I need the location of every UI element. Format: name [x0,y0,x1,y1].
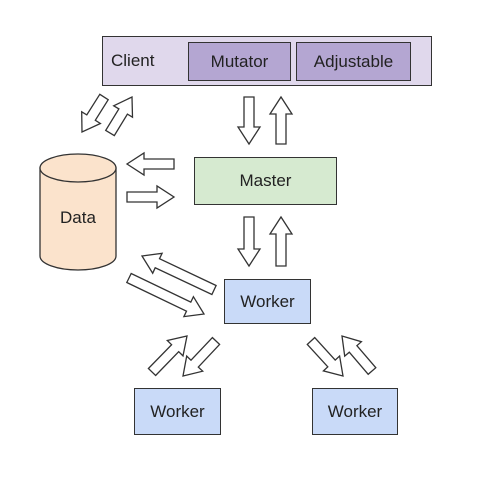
worker-label: Worker [150,401,205,421]
arrow-master-to-client [268,95,294,145]
worker-box-right[interactable]: Worker [312,388,398,435]
arrow-worker-to-data [140,252,217,296]
arrow-worker-left-to-worker [147,335,188,377]
arrow-client-to-data [104,95,134,137]
arrow-data-to-master [126,184,176,210]
worker-box-left[interactable]: Worker [134,388,221,435]
worker-label: Worker [327,401,383,421]
data-store-cylinder [39,153,117,271]
adjustable-box[interactable]: Adjustable [296,42,411,81]
adjustable-label: Adjustable [313,51,394,71]
arrow-data-to-client [81,93,110,134]
arrow-worker-to-worker-left [182,336,221,377]
arrow-master-to-data [125,151,175,177]
worker-box-middle[interactable]: Worker [224,279,311,324]
data-store-label: Data [60,208,96,227]
mutator-label: Mutator [210,51,269,71]
client-label: Client [111,51,155,70]
mutator-box[interactable]: Mutator [188,42,291,81]
master-label: Master [239,171,292,190]
worker-label: Worker [240,291,295,311]
arrow-master-to-worker [236,216,262,268]
master-box[interactable]: Master [194,157,337,205]
arrow-worker-right-to-worker [341,335,377,376]
arrow-client-to-master [236,96,262,146]
arrow-worker-to-master [268,215,294,267]
arrow-data-to-worker [125,272,206,318]
arrow-worker-to-worker-right [306,336,344,377]
